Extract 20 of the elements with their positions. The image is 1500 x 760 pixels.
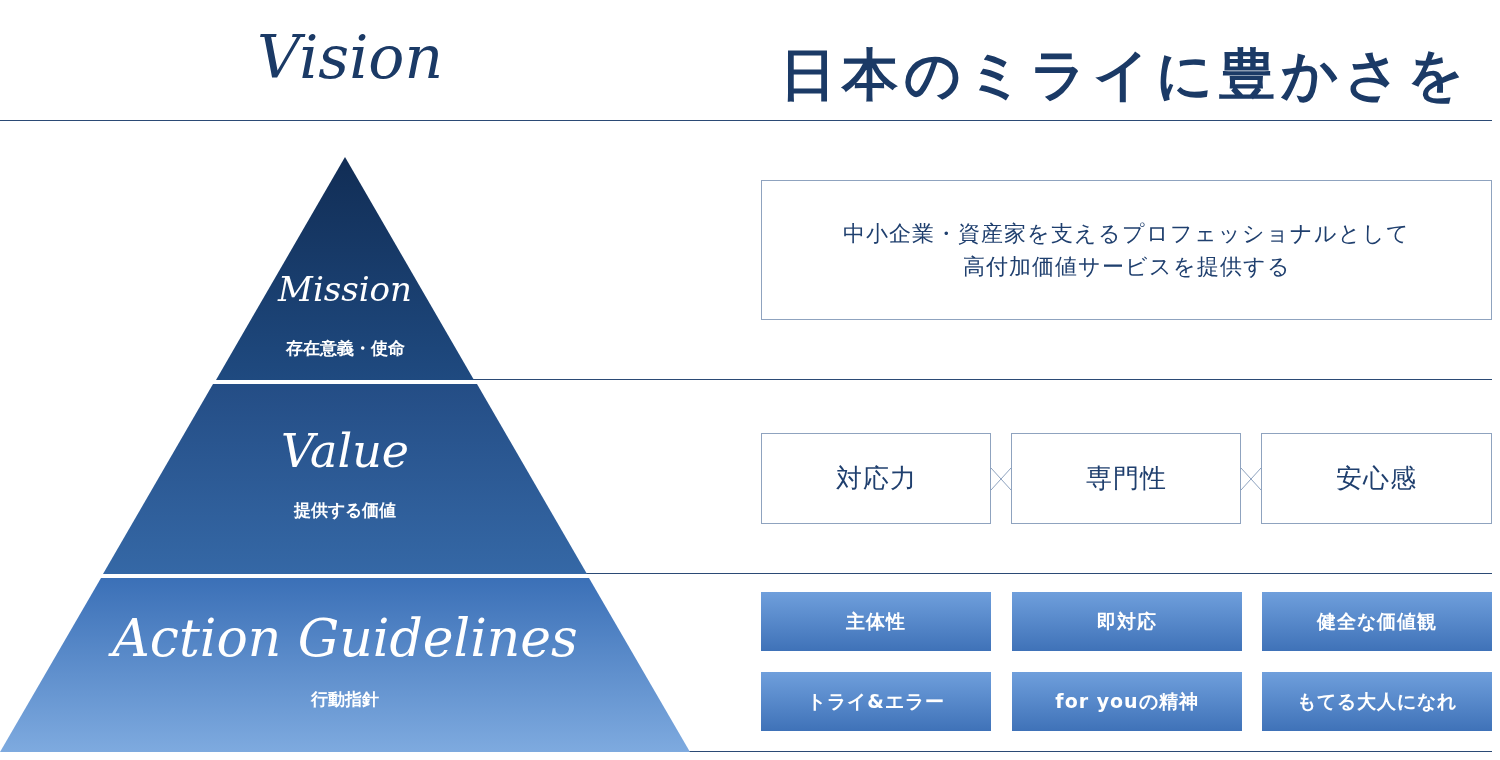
- guideline-box: 健全な価値観: [1262, 592, 1492, 651]
- guideline-box: トライ&エラー: [761, 672, 991, 731]
- vision-heading: Vision: [255, 21, 445, 94]
- guideline-box: 主体性: [761, 592, 991, 651]
- guideline-box: 即対応: [1012, 592, 1242, 651]
- guideline-box: もてる大人になれ: [1262, 672, 1492, 731]
- tier-subtitle: 行動指針: [311, 688, 379, 711]
- vision-statement: 日本のミライに豊かさを: [779, 41, 1471, 109]
- pyramid-tier: [0, 578, 690, 752]
- tier-subtitle: 存在意義・使命: [285, 337, 405, 360]
- value-box: 対応力: [761, 433, 991, 524]
- value-box: 安心感: [1261, 433, 1492, 524]
- mission-statement: 中小企業・資産家を支えるプロフェッショナルとして高付加価値サービスを提供する: [761, 180, 1492, 320]
- tier-heading: Mission: [278, 269, 412, 309]
- guideline-box: for youの精神: [1012, 672, 1242, 731]
- tier-heading: Value: [281, 424, 409, 478]
- tier-subtitle: 提供する価値: [294, 499, 396, 522]
- pyramid-tier: [103, 384, 587, 574]
- value-box: 専門性: [1011, 433, 1241, 524]
- pyramid-tier: [216, 157, 474, 380]
